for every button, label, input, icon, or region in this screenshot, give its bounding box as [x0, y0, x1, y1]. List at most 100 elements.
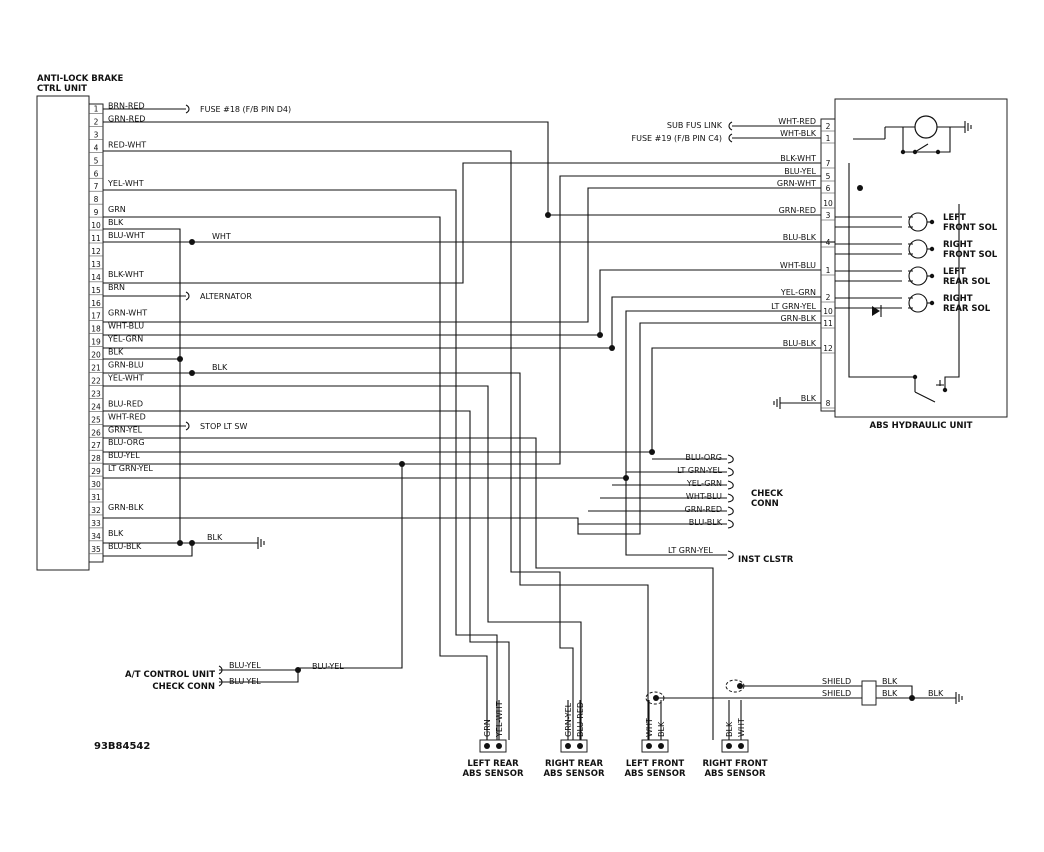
fuse18-connector-icon	[185, 104, 190, 114]
hydraulic-pin-wire-color: BLK-WHT	[780, 154, 816, 163]
sensor-wire2-label: WHT	[737, 718, 746, 737]
hydraulic-pin-number: 1	[826, 134, 831, 143]
ecu-pin-number: 24	[91, 402, 101, 411]
junction-dots	[177, 185, 915, 701]
ecu-pin-number: 3	[94, 130, 99, 139]
ecu-pin-wire-color: WHT-BLU	[108, 322, 144, 331]
hydraulic-pin-wire-color: BLU-YEL	[784, 167, 816, 176]
ecu-pin-number: 10	[91, 221, 101, 230]
abs-sensor-connector-icon	[479, 700, 507, 753]
sensor-label-line2: ABS SENSOR	[704, 769, 766, 779]
solenoid-label-line2: FRONT SOL	[943, 250, 998, 260]
blk-ground-label: BLK	[207, 533, 223, 542]
at-wire3-label: BLU-YEL	[312, 662, 344, 671]
pump-motor	[853, 115, 972, 155]
abs-sensor-connector-icon	[641, 700, 669, 753]
shield-blk-3: BLK	[928, 689, 944, 698]
sensor-label-line2: ABS SENSOR	[462, 769, 524, 779]
ecu-pin-wire-color: GRN-YEL	[108, 425, 143, 434]
hydraulic-pin-number: 2	[826, 122, 831, 131]
ecu-body	[36, 95, 90, 571]
hydraulic-pin-number: 1	[826, 266, 831, 275]
check-conn-wire-label: WHT-BLU	[686, 492, 722, 501]
solenoid-coil-icon	[835, 212, 935, 232]
ecu-pin-wire-color: BLU-YEL	[108, 451, 140, 460]
fuse19-connector-icon	[728, 133, 733, 143]
at-check-conn-label: CHECK CONN	[152, 682, 215, 692]
ground-icon-pump	[964, 121, 972, 133]
hydraulic-pin-number: 8	[826, 399, 831, 408]
ecu-pin-number: 23	[91, 389, 101, 398]
hydraulic-pin-strip	[820, 118, 836, 412]
ecu-pin-number: 34	[91, 532, 101, 541]
ecu-pin-number: 30	[91, 480, 101, 489]
right-front-shield-icon	[725, 679, 745, 693]
sensor-wire1-label: BLK	[725, 721, 734, 737]
sub-fus-link-label: SUB FUS LINK	[667, 121, 723, 130]
hydraulic-pin-number: 6	[826, 184, 831, 193]
sensor-label-line1: LEFT REAR	[467, 759, 519, 769]
ecu-pin-number: 22	[91, 376, 101, 385]
solenoid-label-line1: LEFT	[943, 267, 966, 277]
hydraulic-pin-wire-color: BLU-BLK	[783, 233, 817, 242]
ecu-pin-wire-color: GRN-BLU	[108, 361, 144, 370]
ecu-pin-number: 4	[94, 143, 99, 152]
ecu-pin-wire-color: YEL-WHT	[107, 179, 144, 188]
ecu-pin-number: 31	[91, 493, 101, 502]
ecu-pin-strip	[88, 103, 104, 563]
solenoid-coil-icon	[835, 239, 935, 259]
check-conn-wire-labels: BLU-ORG LT GRN-YEL YEL-GRN WHT-BLU GRN-RED BL…	[677, 453, 723, 527]
alternator-connector-icon	[185, 291, 190, 301]
ecu-pin-number: 2	[94, 117, 99, 126]
blk-mid-label: BLK	[212, 363, 228, 372]
hydraulic-pin-wire-color: YEL-GRN	[780, 288, 816, 297]
sensor-wire2-label: BLU-RED	[576, 702, 585, 737]
hydraulic-pin-number: 7	[826, 159, 831, 168]
check-conn-wire-label: BLU-BLK	[689, 518, 723, 527]
stop-lt-sw-connector-icon	[185, 421, 190, 431]
ecu-title-line1: ANTI-LOCK BRAKE	[37, 74, 123, 84]
hydraulic-pin-number: 2	[826, 293, 831, 302]
ground-icon-hydraulic	[773, 397, 781, 409]
solenoid-coil-icon	[835, 293, 935, 313]
check-conn-wire-label: GRN-RED	[685, 505, 722, 514]
solenoid-label-line2: FRONT SOL	[943, 223, 998, 233]
check-conn-wire-label: BLU-ORG	[685, 453, 722, 462]
sub-fus-link-connector-icon	[728, 121, 733, 131]
ecu-pin-number: 9	[94, 208, 99, 217]
wire-harness	[103, 108, 963, 740]
ecu-pin-wire-color: GRN	[108, 205, 126, 214]
sensor-wire2-label: BLK	[657, 721, 666, 737]
check-conn-connector-icon	[727, 454, 734, 529]
ecu-pin-wire-color: BLU-BLK	[108, 542, 142, 551]
ecu-pin-wire-color: WHT-RED	[108, 412, 146, 421]
ecu-pin-wire-color: BLK	[108, 529, 124, 538]
sensor-label-line1: RIGHT FRONT	[702, 759, 767, 769]
check-conn-label-line2: CONN	[751, 499, 779, 509]
at-wire1-label: BLU-YEL	[229, 661, 261, 670]
hydraulic-pin-wire-color: WHT-BLK	[780, 129, 817, 138]
ecu-pin-wire-color: LT GRN-YEL	[108, 464, 153, 473]
ecu-pin-number: 29	[91, 467, 101, 476]
ecu-pin-wire-color: YEL-GRN	[107, 335, 143, 344]
ecu-pin-number: 6	[94, 169, 99, 178]
stop-lt-sw-label: STOP LT SW	[200, 422, 247, 431]
hydraulic-pin-number: 3	[826, 211, 831, 220]
solenoid-label-line1: LEFT	[943, 213, 966, 223]
hydraulic-pin-number: 11	[823, 319, 833, 328]
shield-splice-box	[861, 680, 877, 706]
check-conn-wire-label: YEL-GRN	[686, 479, 722, 488]
ecu-pin-number: 15	[91, 286, 101, 295]
hydraulic-pin-wire-color: BLK	[801, 394, 817, 403]
ecu-pin-number: 12	[91, 247, 101, 256]
sensor-label-line2: ABS SENSOR	[624, 769, 686, 779]
inst-clstr-wire-label: LT GRN-YEL	[668, 546, 713, 555]
fuse19-label: FUSE #19 (F/B PIN C4)	[631, 134, 722, 143]
hydraulic-pin-list: 2WHT-RED1WHT-BLK7BLK-WHT5BLU-YEL6GRN-WHT…	[771, 117, 835, 409]
hydraulic-pin-wire-color: GRN-BLK	[780, 314, 816, 323]
sensor-wire1-label: WHT	[645, 718, 654, 737]
check-conn-wire-label: LT GRN-YEL	[677, 466, 722, 475]
